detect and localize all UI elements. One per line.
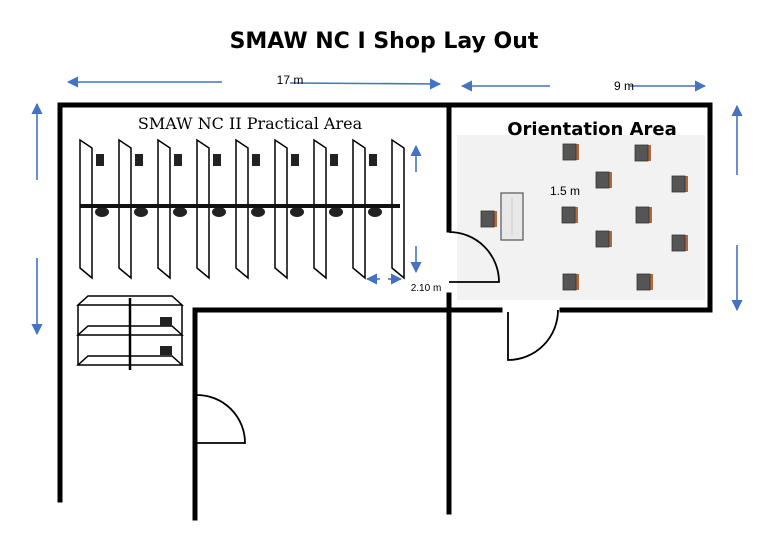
chair-back [608, 172, 612, 188]
corridor-door [196, 394, 246, 444]
welding-booths [79, 138, 405, 280]
diagram-title: SMAW NC I Shop Lay Out [230, 29, 539, 54]
chair-back [684, 235, 688, 251]
doors [196, 231, 559, 444]
booth-stool [95, 207, 109, 217]
booth-equipment [291, 154, 299, 166]
chair-back [575, 274, 579, 290]
chair-back [575, 144, 579, 160]
booth-stool [329, 207, 343, 217]
booth-stool [290, 207, 304, 217]
booth-equipment [174, 154, 182, 166]
outer-wall [57, 102, 713, 503]
booth-partition [118, 138, 132, 280]
shelf-box-1 [160, 317, 172, 326]
practical-area-label: SMAW NC II Practical Area [138, 114, 363, 133]
orientation-chairs [480, 143, 688, 291]
chair [671, 234, 686, 252]
booth-partition [196, 138, 210, 280]
booth-equipment [369, 154, 377, 166]
chair-spacing-label: 1.5 m [550, 184, 580, 198]
chair [671, 175, 686, 193]
instructor-table [500, 192, 524, 241]
chair-back [493, 211, 497, 227]
chair [595, 171, 610, 189]
booth-partition-end [391, 138, 405, 280]
storage-shelf [76, 295, 184, 370]
chair [595, 230, 610, 248]
chair [561, 206, 576, 224]
inner-corridor-wall [192, 307, 452, 521]
booth-stool [173, 207, 187, 217]
chair [562, 273, 577, 291]
chair-back [574, 207, 578, 223]
chair [636, 273, 651, 291]
orientation-door [448, 231, 500, 283]
bottom-door [507, 309, 559, 361]
chair-back [608, 231, 612, 247]
chair [562, 143, 577, 161]
chair [480, 210, 495, 228]
booth-partition [274, 138, 288, 280]
booth-partition [79, 138, 93, 280]
width-arrow-left-b [289, 78, 442, 90]
booth-equipment [252, 154, 260, 166]
booth-stool [251, 207, 265, 217]
orientation-area-label: Orientation Area [507, 119, 677, 140]
chair [634, 144, 649, 162]
booth-partition [313, 138, 327, 280]
left-width-label: 17 m [277, 73, 304, 87]
chair [635, 206, 650, 224]
dimension-arrows [31, 76, 743, 336]
chair-back [649, 274, 653, 290]
booth-stool [134, 207, 148, 217]
booth-partition [352, 138, 366, 280]
booth-equipment [330, 154, 338, 166]
chair-back [647, 145, 651, 161]
walls [57, 102, 713, 521]
shelf-box-2 [160, 346, 172, 355]
booth-gap-label: 2.10 m [411, 283, 442, 294]
booth-partition [157, 138, 171, 280]
right-width-label: 9 m [614, 79, 634, 93]
booth-stool [368, 207, 382, 217]
chair-back [648, 207, 652, 223]
booth-stool [212, 207, 226, 217]
chair-back [684, 176, 688, 192]
booth-partition [235, 138, 249, 280]
booth-equipment [135, 154, 143, 166]
booth-equipment [213, 154, 221, 166]
booth-equipment [96, 154, 104, 166]
